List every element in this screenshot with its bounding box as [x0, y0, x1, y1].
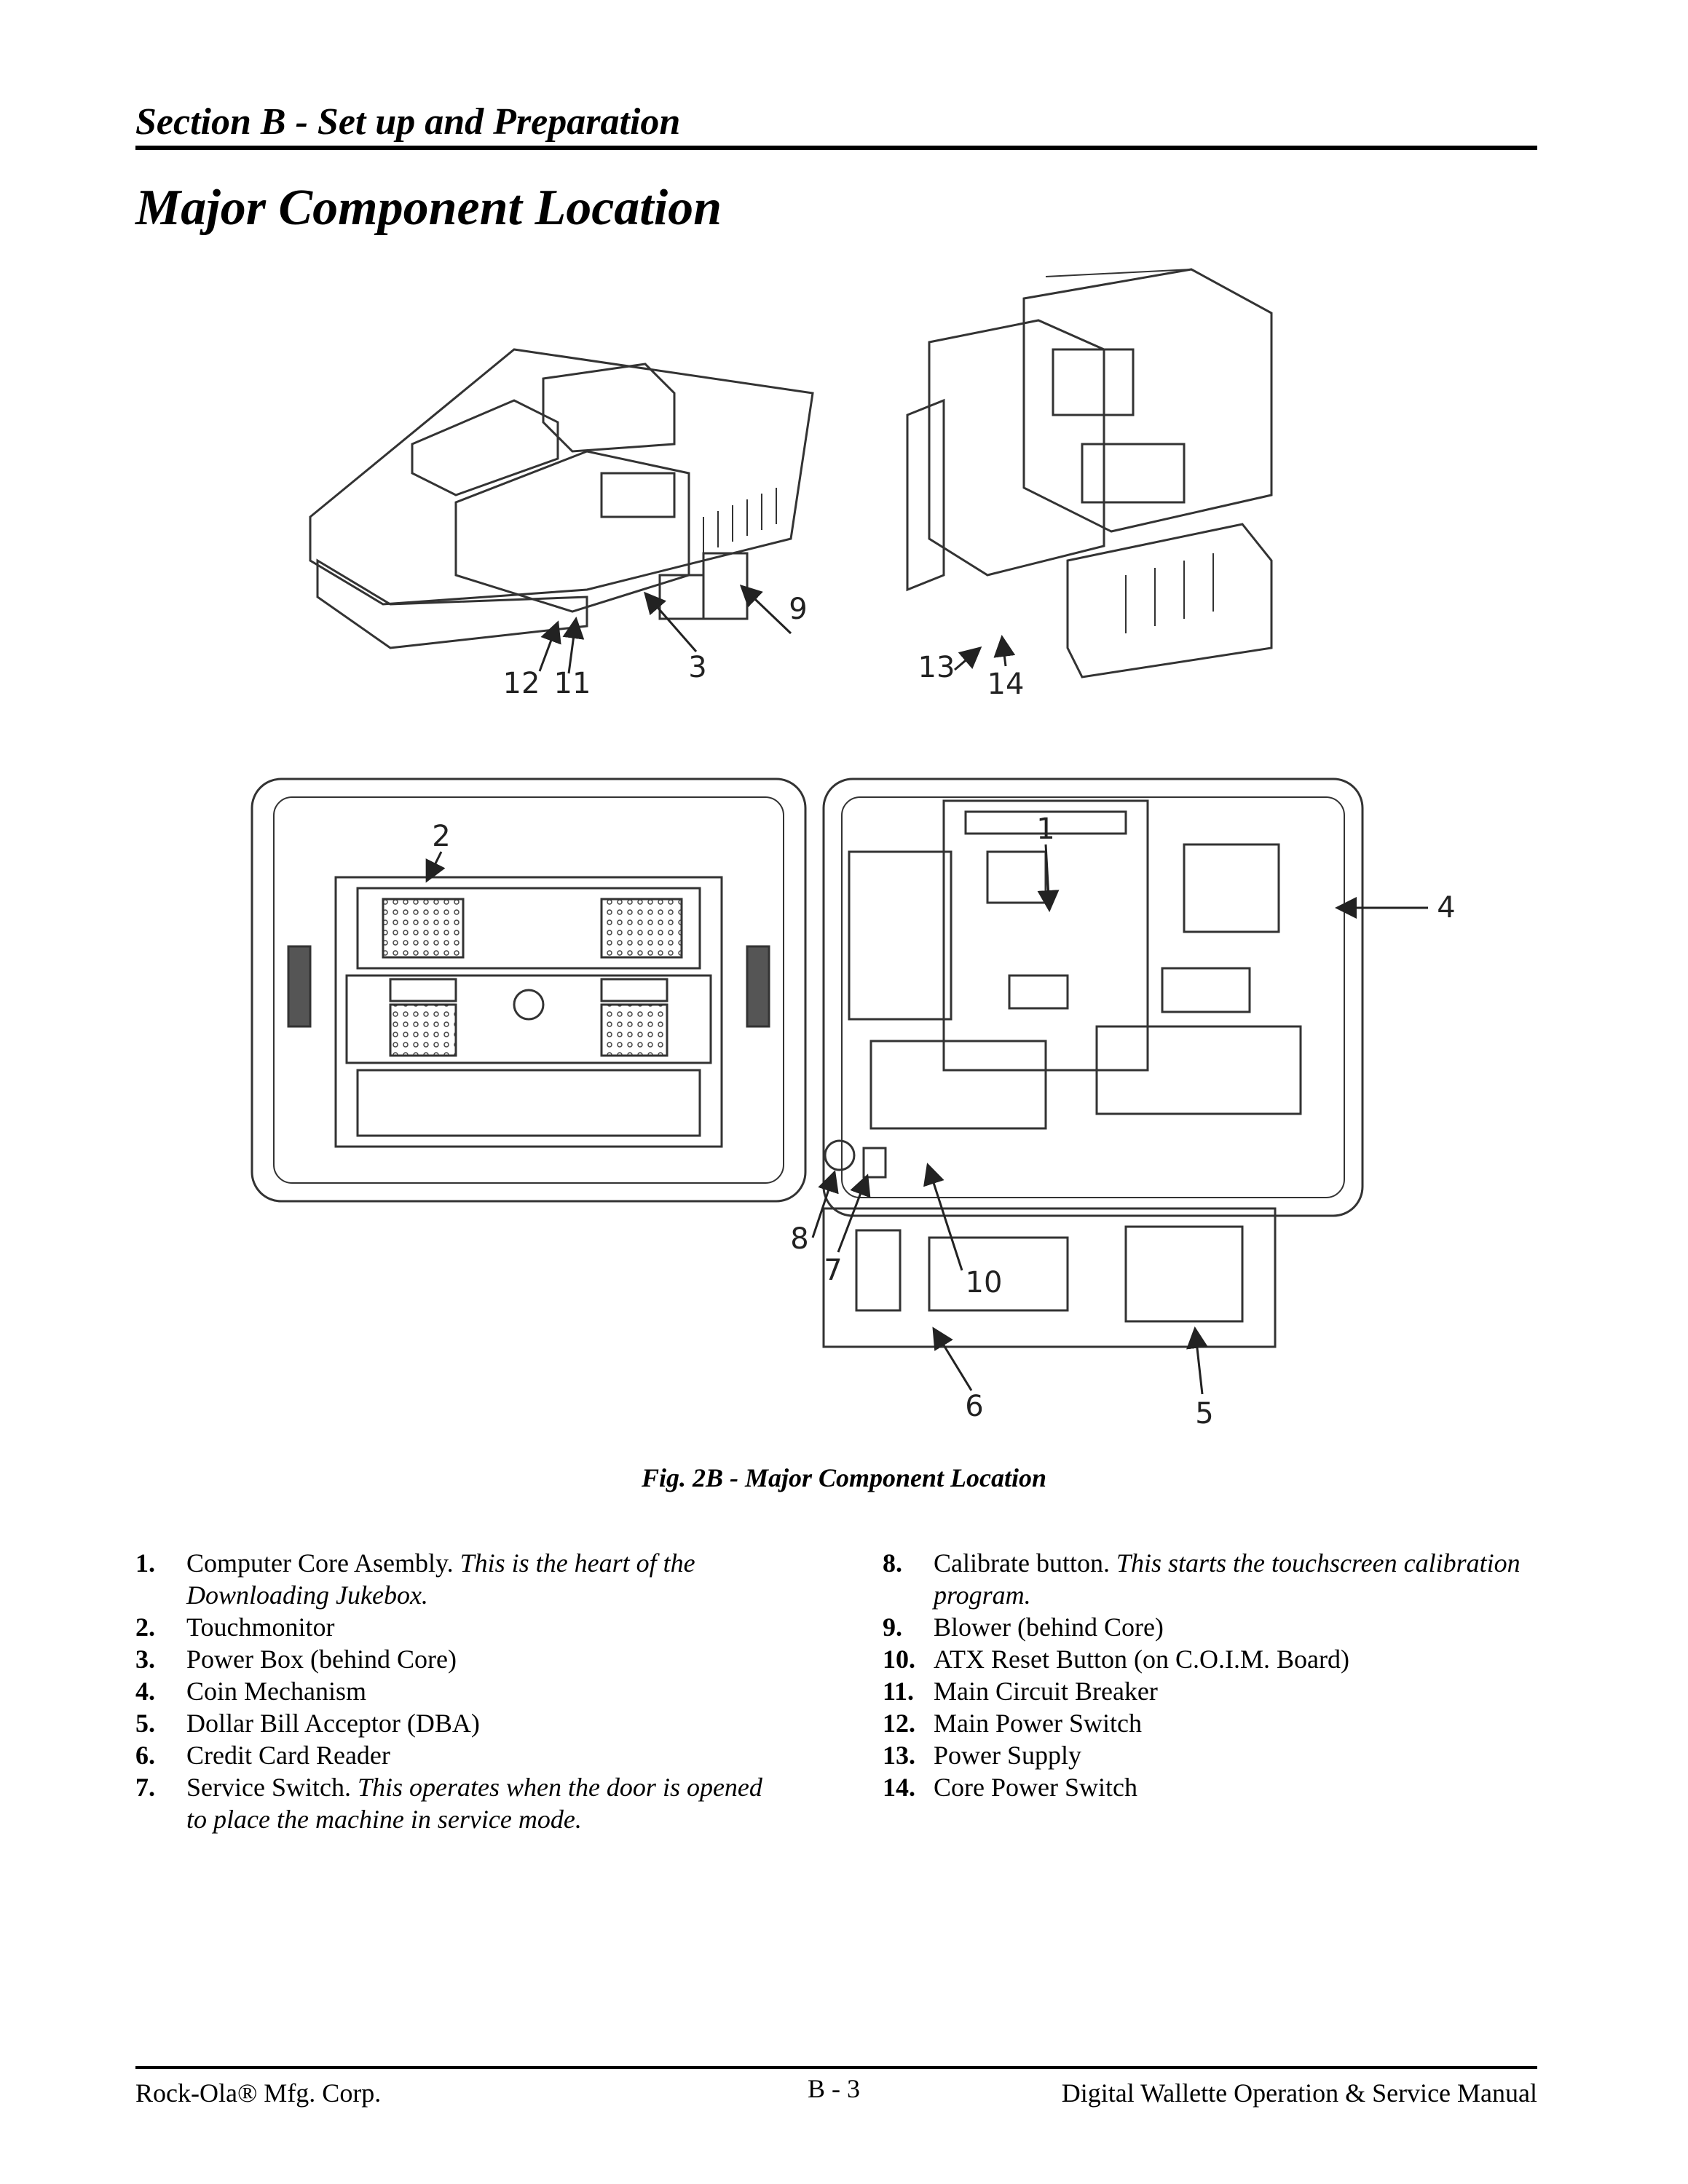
legend-item: 10. ATX Reset Button (on C.O.I.M. Board) [883, 1643, 1538, 1675]
legend-number: 7. [135, 1773, 155, 1802]
legend-label: Main Circuit Breaker [934, 1677, 1158, 1706]
legend-label: Dollar Bill Acceptor (DBA) [186, 1709, 480, 1738]
legend-label: Computer Core Asembly. [186, 1548, 454, 1578]
legend-description: Service Switch. This operates when the d… [186, 1771, 769, 1835]
legend-number: 1. [135, 1548, 155, 1578]
callout-3: 3 [688, 651, 706, 684]
header-rule [135, 146, 1537, 150]
legend-number: 5. [135, 1709, 155, 1738]
legend-label: Service Switch. [186, 1773, 351, 1802]
legend-description: Calibrate button. This starts the touchs… [934, 1547, 1538, 1611]
callout-9: 9 [789, 593, 807, 626]
callout-labels: 1 2 3 4 5 6 7 8 9 10 11 12 13 14 [432, 593, 1455, 1431]
callout-8: 8 [790, 1222, 808, 1256]
core-assembly-rear-view [906, 268, 1273, 678]
legend-item: 8. Calibrate button. This starts the touc… [883, 1547, 1538, 1611]
legend-label: Blower (behind Core) [934, 1613, 1164, 1642]
callout-4: 4 [1437, 891, 1455, 925]
legend-number: 6. [135, 1741, 155, 1770]
legend-number: 2. [135, 1613, 155, 1642]
legend-description: Power Supply [934, 1739, 1538, 1771]
legend-description: Main Circuit Breaker [934, 1675, 1538, 1707]
legend-number: 8. [883, 1548, 902, 1578]
legend-description: Coin Mechanism [186, 1675, 769, 1707]
section-header: Section B - Set up and Preparation [135, 101, 681, 143]
legend-left-column: 1. Computer Core Asembly. This is the hea… [135, 1547, 769, 1835]
legend-item: 4. Coin Mechanism [135, 1675, 769, 1707]
footer-rule [135, 2066, 1537, 2069]
component-location-figure: 1 2 3 4 5 6 7 8 9 10 11 12 13 14 [135, 255, 1537, 1456]
legend-number: 11. [883, 1677, 915, 1706]
callout-2: 2 [432, 820, 450, 853]
legend-item: 2. Touchmonitor [135, 1611, 769, 1643]
legend-label: Power Box (behind Core) [186, 1645, 457, 1674]
callout-7: 7 [824, 1254, 842, 1287]
callout-10: 10 [966, 1266, 1003, 1299]
callout-6: 6 [965, 1390, 983, 1423]
legend-number: 3. [135, 1645, 155, 1674]
legend-label: Calibrate button. [934, 1548, 1110, 1578]
legend-item: 1. Computer Core Asembly. This is the hea… [135, 1547, 769, 1611]
legend-number: 14. [883, 1773, 915, 1802]
legend-number: 10. [883, 1645, 915, 1674]
legend-description: Main Power Switch [934, 1707, 1538, 1739]
legend-number: 4. [135, 1677, 155, 1706]
page-title: Major Component Location [135, 180, 722, 236]
legend-description: Blower (behind Core) [934, 1611, 1538, 1643]
callout-13: 13 [918, 651, 955, 684]
legend-label: Coin Mechanism [186, 1677, 366, 1706]
legend-item: 11. Main Circuit Breaker [883, 1675, 1538, 1707]
legend-item: 14. Core Power Switch [883, 1771, 1538, 1803]
legend-number: 12. [883, 1709, 915, 1738]
legend-description: Dollar Bill Acceptor (DBA) [186, 1707, 769, 1739]
legend-item: 7. Service Switch. This operates when the… [135, 1771, 769, 1835]
legend-label: Touchmonitor [186, 1613, 335, 1642]
legend-label: Core Power Switch [934, 1773, 1137, 1802]
legend-label: ATX Reset Button (on C.O.I.M. Board) [934, 1645, 1349, 1674]
legend-item: 9. Blower (behind Core) [883, 1611, 1538, 1643]
component-diagram: 1 2 3 4 5 6 7 8 9 10 11 12 13 14 [251, 268, 1456, 1431]
callout-11: 11 [554, 667, 591, 700]
legend-note: This is the heart of the Downloading Juk… [186, 1548, 695, 1610]
legend-number: 9. [883, 1613, 902, 1642]
legend-note: This operates when the door is opened to… [186, 1773, 762, 1834]
footer-manual-title: Digital Wallette Operation & Service Man… [1061, 2078, 1537, 2108]
figure-caption: Fig. 2B - Major Component Location [641, 1463, 1047, 1492]
legend-description: Power Box (behind Core) [186, 1643, 769, 1675]
legend-right-column: 8. Calibrate button. This starts the touc… [883, 1547, 1538, 1803]
legend-number: 13. [883, 1741, 915, 1770]
core-assembly-top-view [309, 348, 814, 649]
callout-5: 5 [1195, 1397, 1213, 1431]
legend-item: 3. Power Box (behind Core) [135, 1643, 769, 1675]
legend-description: Credit Card Reader [186, 1739, 769, 1771]
callout-12: 12 [503, 667, 540, 700]
callout-14: 14 [987, 668, 1025, 701]
legend-item: 5. Dollar Bill Acceptor (DBA) [135, 1707, 769, 1739]
legend-label: Power Supply [934, 1741, 1082, 1770]
legend-item: 12. Main Power Switch [883, 1707, 1538, 1739]
legend-label: Credit Card Reader [186, 1741, 390, 1770]
callout-leaders [425, 584, 1428, 1395]
footer-company: Rock-Ola® Mfg. Corp. [135, 2078, 382, 2108]
legend-description: ATX Reset Button (on C.O.I.M. Board) [934, 1643, 1538, 1675]
legend-note: This starts the touchscreen calibration … [934, 1548, 1521, 1610]
legend-item: 13. Power Supply [883, 1739, 1538, 1771]
open-cabinet-view [251, 778, 1364, 1348]
legend-item: 6. Credit Card Reader [135, 1739, 769, 1771]
legend-description: Computer Core Asembly. This is the heart… [186, 1547, 769, 1611]
legend-label: Main Power Switch [934, 1709, 1142, 1738]
legend-description: Core Power Switch [934, 1771, 1538, 1803]
callout-1: 1 [1036, 812, 1054, 846]
legend-description: Touchmonitor [186, 1611, 769, 1643]
footer-page-number: B - 3 [808, 2074, 860, 2103]
